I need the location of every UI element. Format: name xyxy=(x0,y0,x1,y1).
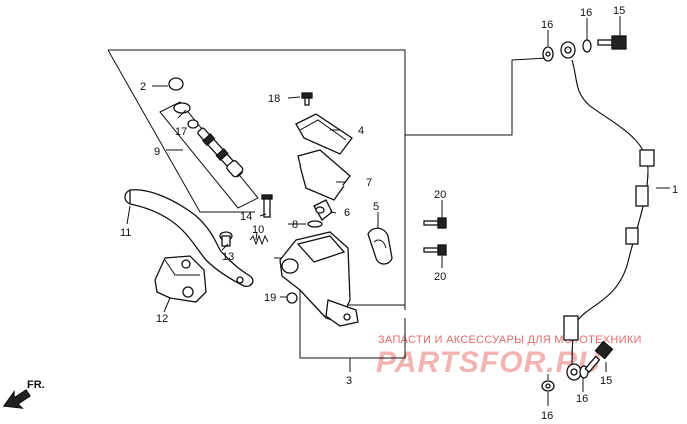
boot-part6 xyxy=(313,199,333,221)
callout-labels: 1 2 3 4 5 6 7 8 9 10 11 12 13 14 15 15 1… xyxy=(120,5,678,422)
callout-9: 9 xyxy=(154,146,160,158)
brake-lever xyxy=(124,189,254,287)
callout-15-bottom: 15 xyxy=(600,375,612,387)
callout-11: 11 xyxy=(120,227,131,239)
master-cylinder xyxy=(279,231,359,327)
front-direction-arrow: FR. xyxy=(2,379,45,409)
callout-7: 7 xyxy=(366,177,372,189)
piston-set xyxy=(159,77,259,209)
callout-13: 13 xyxy=(222,251,234,263)
boot-part2 xyxy=(168,77,184,91)
callout-16-top-right: 16 xyxy=(580,7,592,19)
callout-16-bottom-left: 16 xyxy=(541,410,553,422)
assembly-outline xyxy=(107,49,549,380)
callout-16-bottom-right: 16 xyxy=(576,393,588,405)
watermark-logo: PARTSFOR.RU xyxy=(376,346,601,379)
circlip-part17 xyxy=(173,102,191,114)
callout-15-top: 15 xyxy=(613,5,625,17)
nut-part19 xyxy=(286,292,298,304)
callout-19: 19 xyxy=(264,292,276,304)
washer-top-right xyxy=(582,39,592,53)
arrow-icon xyxy=(2,389,31,409)
callout-18: 18 xyxy=(268,93,280,105)
callout-20-bottom: 20 xyxy=(434,271,446,283)
reservoir-cap xyxy=(295,113,353,155)
callout-17: 17 xyxy=(175,126,187,138)
small-fasteners xyxy=(219,194,273,247)
callout-4: 4 xyxy=(358,125,364,137)
cap-screw xyxy=(301,92,313,106)
washer-part8 xyxy=(307,220,323,228)
callout-14: 14 xyxy=(240,211,252,223)
leader-lines xyxy=(126,16,670,406)
callout-10: 10 xyxy=(252,224,264,236)
bolts-part20 xyxy=(423,217,447,256)
holder-part5 xyxy=(367,227,393,265)
callout-2: 2 xyxy=(140,81,146,93)
callout-3: 3 xyxy=(346,375,352,387)
direction-label: FR. xyxy=(27,379,45,391)
spring-part10 xyxy=(249,234,269,246)
callout-16-top-left: 16 xyxy=(541,19,553,31)
callout-5: 5 xyxy=(373,201,379,213)
callout-6: 6 xyxy=(344,207,350,219)
lever-holder xyxy=(154,255,207,303)
banjo-fittings xyxy=(541,35,627,392)
brake-hose xyxy=(560,41,655,381)
callout-12: 12 xyxy=(156,313,168,325)
diaphragm-plate xyxy=(297,149,351,201)
callout-1: 1 xyxy=(672,184,678,196)
callout-20-top: 20 xyxy=(434,189,446,201)
callout-8: 8 xyxy=(292,219,298,231)
